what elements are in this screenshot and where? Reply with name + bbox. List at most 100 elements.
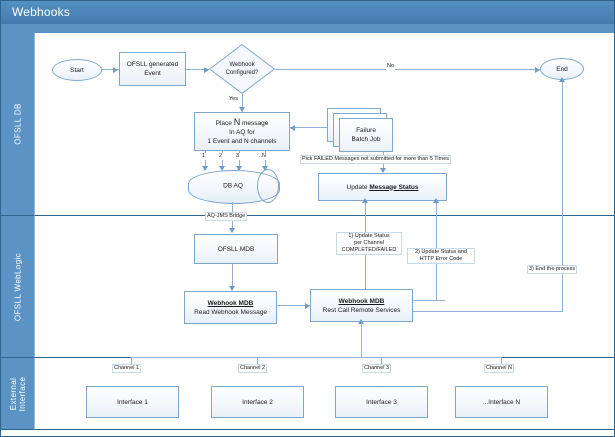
page-title: Webhooks [12, 5, 71, 19]
node-place-line3: 1 Event and N channels [207, 137, 277, 145]
note2-line2: HTTP Error Code [419, 256, 463, 262]
arrowhead-ofsllmdb-to-webhookread [229, 286, 235, 291]
note1-line1: 1) Update Status [348, 233, 390, 239]
connector-rest-down-to-bus [361, 322, 362, 357]
arrowhead-yes-to-place [239, 107, 245, 112]
edge-label-note-3: 3) End the process [527, 265, 578, 274]
db-aq-cylinder-cap [257, 169, 279, 203]
node-ofsll-event-line1: OFSLL generated [126, 61, 179, 68]
connector-note3-vertical [562, 80, 563, 311]
frame-bottom-padding [1, 430, 614, 436]
arrowhead-start-to-event [113, 67, 118, 73]
note1-line3: COMPLETED/FAILED [341, 247, 397, 253]
edge-label-yes: Yes [228, 96, 239, 103]
node-place-line1: Place N message [215, 116, 269, 128]
lane-label-external-line2: Interface [17, 376, 27, 411]
node-update-status-label: Update Message Status [347, 183, 419, 192]
edge-label-pick-failed: Pick FAILED Messages not submitted for m… [300, 155, 452, 164]
arrowhead-bus-to-rest [358, 319, 364, 324]
arrowhead-dbaq-to-ofsllmdb [229, 228, 235, 233]
edge-label-channel-3: Channel 3 [362, 364, 392, 373]
node-ofsll-generated-event[interactable]: OFSLL generated Event [119, 52, 186, 86]
node-interface-1[interactable]: Interface 1 [86, 386, 179, 418]
edge-label-no: No [386, 63, 396, 70]
title-bar-accent [1, 24, 614, 33]
node-ofsll-mdb-label: OFSLL MDB [217, 245, 255, 253]
lane-body-ofsll-weblogic [34, 216, 614, 358]
connector-channel-n [265, 151, 266, 170]
node-end-label: End [556, 65, 568, 73]
connector-decision-yes [242, 94, 243, 112]
node-place-line1-c: message [240, 119, 269, 127]
node-start[interactable]: Start [52, 59, 102, 81]
node-db-aq-label: DB AQ [223, 182, 243, 190]
note2-line1: 2) Update Status and [415, 249, 467, 255]
node-failure-batch-job[interactable]: Failure Batch Job [327, 108, 395, 152]
node-place-line1-a: Place [215, 119, 234, 127]
arrowhead-event-to-decision [204, 67, 209, 73]
node-place-n-message[interactable]: Place N message In AQ for 1 Event and N … [194, 112, 290, 151]
lane-label-external-line1: External [8, 377, 18, 410]
arrowhead-note3-to-end [559, 77, 565, 82]
edge-label-channel-2: Channel 2 [238, 364, 268, 373]
edge-label-aq-3: 3 [235, 153, 241, 160]
node-update-status-emphasis: Message Status [369, 183, 419, 191]
arrowhead-channel-2 [219, 166, 225, 171]
failure-batch-stack-front: Failure Batch Job [339, 118, 393, 152]
edge-label-aq-jms-bridge: AQ-JMS Bridge [205, 212, 248, 221]
edge-label-aq-2: 2 [218, 153, 224, 160]
connector-ofsllmdb-to-webhookread [232, 264, 233, 290]
node-interface-n[interactable]: ...Interface N [455, 386, 548, 418]
node-update-status-prefix: Update [346, 183, 370, 191]
edge-label-aq-1: 1 [201, 153, 207, 160]
connector-note2-horizontal [413, 300, 445, 301]
node-failure-line2: Batch Job [351, 136, 381, 143]
connector-start-to-event [102, 69, 119, 70]
edge-label-note-1: 1) Update Status per Channel COMPLETED/F… [336, 232, 402, 255]
connector-channel-1 [205, 151, 206, 170]
edge-label-note-2: 2) Update Status and HTTP Error Code [407, 248, 475, 264]
node-webhook-read-line1: Webhook MDB [207, 299, 254, 307]
arrowhead-channel-n [262, 166, 268, 171]
edge-label-channel-n: Channel N [484, 364, 514, 373]
lane-label-ofsll-weblogic: OFSLL WebLogic [13, 252, 22, 321]
node-update-message-status[interactable]: Update Message Status [318, 173, 447, 201]
connector-channel-2 [222, 151, 223, 170]
node-webhook-mdb-rest[interactable]: Webhook MDB Rest Call Remote Services [310, 289, 413, 322]
arrowhead-channel-3 [236, 166, 242, 171]
connector-note3-horizontal [413, 311, 563, 312]
arrowhead-channel-1 [202, 166, 208, 171]
arrowhead-no-to-end [535, 67, 540, 73]
lane-label-external-interface: External Interface [9, 376, 27, 411]
node-place-line1-n: N [233, 116, 241, 127]
connector-event-to-decision [186, 69, 209, 70]
connector-batch-to-place [290, 127, 327, 128]
node-webhook-rest-line2: Rest Call Remote Services [322, 306, 401, 314]
node-start-label: Start [70, 66, 84, 74]
node-interface-n-label: ...Interface N [482, 398, 521, 406]
node-webhook-mdb-read[interactable]: Webhook MDB Read Webhook Message [184, 291, 277, 324]
node-ofsll-mdb[interactable]: OFSLL MDB [194, 234, 278, 264]
lane-label-ofsll-db: OFSLL DB [13, 103, 22, 145]
node-interface-2-label: Interface 2 [242, 398, 273, 406]
node-webhook-read-line2: Read Webhook Message [194, 308, 267, 316]
node-decision-line1: Webhook [229, 62, 255, 68]
connector-decision-no-to-end [275, 69, 540, 70]
node-interface-2[interactable]: Interface 2 [211, 386, 304, 418]
edge-label-channel-1: Channel 1 [112, 364, 142, 373]
node-failure-line1: Failure [356, 127, 376, 134]
note1-line2: per Channel [354, 240, 384, 246]
arrowhead-batch-to-update [380, 168, 386, 173]
node-ofsll-event-line2: Event [144, 70, 161, 77]
connector-channel-3 [239, 151, 240, 170]
arrowhead-note1-up [362, 198, 368, 203]
lane-band-ofsll-db: OFSLL DB [1, 33, 34, 216]
node-place-line2: In AQ for [229, 128, 255, 136]
diamond-shape [209, 44, 275, 94]
node-interface-3[interactable]: Interface 3 [335, 386, 428, 418]
node-db-aq[interactable]: DB AQ [188, 169, 280, 204]
node-interface-3-label: Interface 3 [366, 398, 397, 406]
edge-label-aq-n: ..N [258, 153, 268, 160]
node-webhook-configured-decision[interactable]: Webhook Configured? [209, 44, 275, 94]
